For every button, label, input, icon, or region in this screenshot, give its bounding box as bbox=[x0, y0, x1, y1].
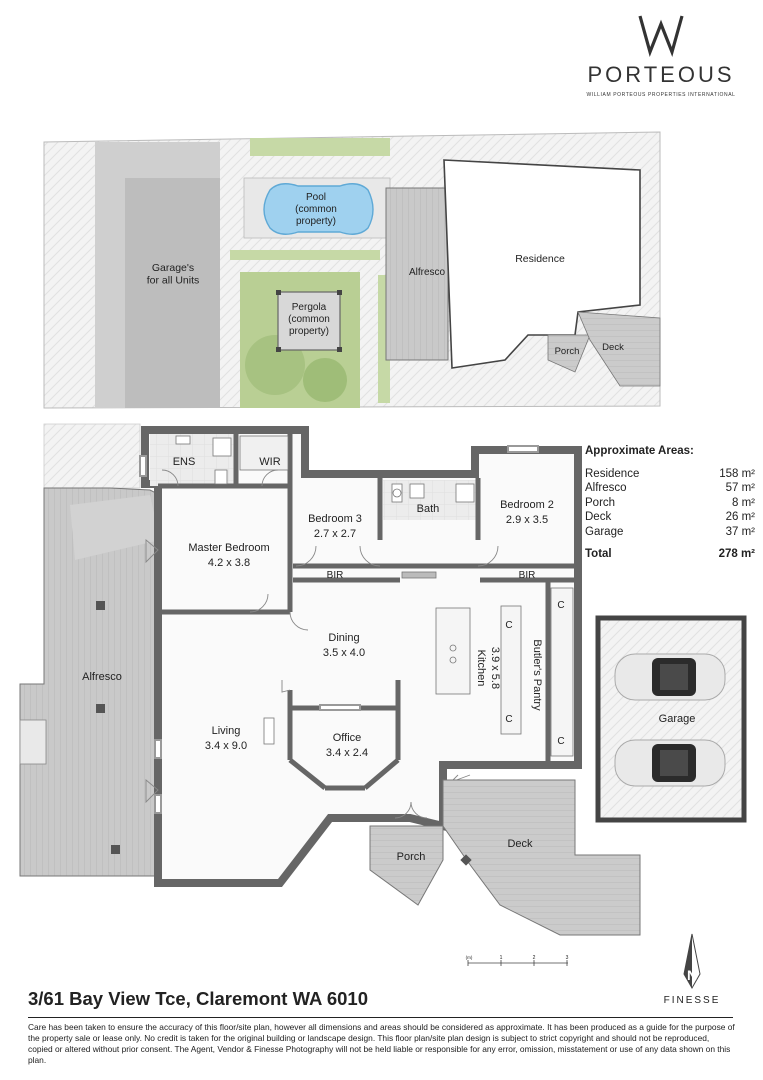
site-porch-label: Porch bbox=[555, 346, 580, 357]
scale-tick: 1 bbox=[500, 955, 503, 961]
deck-label: Deck bbox=[507, 838, 533, 850]
dining-name: Dining bbox=[328, 632, 359, 644]
divider bbox=[28, 1017, 733, 1018]
cupboard-label: C bbox=[557, 600, 564, 611]
living-name: Living bbox=[212, 725, 241, 737]
alfresco-label: Alfresco bbox=[82, 671, 122, 683]
room-ens-label: ENS bbox=[173, 456, 196, 468]
areas-heading: Approximate Areas: bbox=[585, 445, 694, 457]
bedroom-2-name: Bedroom 2 bbox=[500, 499, 554, 511]
brand-tagline: WILLIAM PORTEOUS PROPERTIES INTERNATIONA… bbox=[586, 92, 736, 98]
bedroom-3-dim: 2.7 x 2.7 bbox=[314, 528, 356, 540]
kitchen-dim: 3.9 x 5.8 bbox=[489, 647, 501, 689]
disclaimer: Care has been taken to ensure the accura… bbox=[28, 1022, 735, 1065]
site-deck-label: Deck bbox=[602, 342, 624, 353]
site-alfresco-label: Alfresco bbox=[409, 267, 446, 278]
kitchen-name: Kitchen bbox=[475, 650, 487, 687]
room-wir-label: WIR bbox=[259, 456, 280, 468]
finesse-logo: N FINESSE bbox=[650, 930, 734, 1014]
room-bath-label: Bath bbox=[417, 503, 440, 515]
car-icon bbox=[614, 653, 726, 701]
cupboard-label: C bbox=[557, 736, 564, 747]
office-name: Office bbox=[333, 732, 362, 744]
porch-label: Porch bbox=[397, 851, 426, 863]
bir-bedroom-2-label: BIR bbox=[519, 570, 536, 581]
unit-floor-plan: ENS WIR Bath Master Bedroom 4.2 x 3.8 Be… bbox=[19, 423, 747, 936]
property-address: 3/61 Bay View Tce, Claremont WA 6010 bbox=[28, 988, 369, 1009]
scale-unit: (m) bbox=[466, 955, 473, 960]
site-residence-label: Residence bbox=[515, 253, 565, 265]
brand-name: PORTEOUS bbox=[587, 62, 735, 87]
butlers-pantry-label: Butler's Pantry bbox=[531, 639, 543, 711]
master-bedroom-dim: 4.2 x 3.8 bbox=[208, 557, 250, 569]
bedroom-2-dim: 2.9 x 3.5 bbox=[506, 514, 548, 526]
agency-logo: PORTEOUS WILLIAM PORTEOUS PROPERTIES INT… bbox=[580, 12, 742, 98]
master-bedroom-name: Master Bedroom bbox=[188, 542, 269, 554]
bir-bedroom-3-label: BIR bbox=[327, 570, 344, 581]
scale-tick: 3 bbox=[566, 955, 569, 961]
bedroom-3-name: Bedroom 3 bbox=[308, 513, 362, 525]
compass-icon: N bbox=[683, 933, 701, 990]
photographer-name: FINESSE bbox=[663, 995, 721, 1006]
living-dim: 3.4 x 9.0 bbox=[205, 740, 247, 752]
compass-north: N bbox=[687, 967, 697, 983]
w-monogram-icon bbox=[638, 15, 684, 58]
dining-dim: 3.5 x 4.0 bbox=[323, 647, 365, 659]
car-icon bbox=[614, 739, 726, 787]
garage-label: Garage bbox=[659, 713, 696, 725]
cupboard-label: C bbox=[505, 714, 512, 725]
cupboard-label: C bbox=[505, 620, 512, 631]
scale-bar: (m) 1 2 3 bbox=[466, 955, 569, 966]
office-dim: 3.4 x 2.4 bbox=[326, 747, 368, 759]
scale-tick: 2 bbox=[533, 955, 536, 961]
